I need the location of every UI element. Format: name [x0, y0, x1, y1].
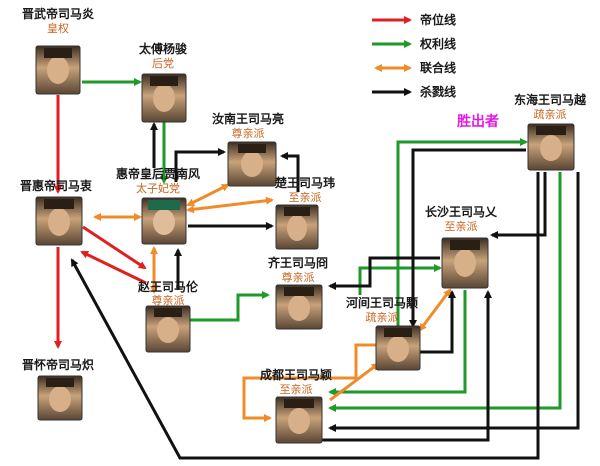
person-sima-zhong: 晋惠帝司马衷 [20, 178, 92, 246]
imperial-line-zhong-lun-a [82, 225, 147, 270]
power-line-yong-yue [396, 138, 528, 330]
person-sima-ying: 成都王司马颖 至亲派 [260, 367, 332, 444]
portrait-icon [141, 73, 187, 123]
kill-line-yue-zhong [70, 172, 540, 460]
person-faction: 疏亲派 [534, 107, 567, 121]
person-faction: 疏亲派 [366, 310, 399, 324]
power-line-yong-yi [358, 264, 442, 295]
kill-line-yue-yi [490, 172, 547, 239]
person-name: 晋怀帝司马炽 [22, 357, 94, 372]
person-name: 成都王司马颖 [260, 367, 332, 382]
kill-line-yong-yi [408, 290, 456, 354]
winner-label: 胜出者 [457, 113, 499, 130]
kill-line-empress-liang [174, 148, 226, 182]
power-line-yi-ying [328, 290, 467, 396]
person-sima-chi: 晋怀帝司马炽 [22, 357, 94, 421]
portrait-icon [375, 325, 421, 371]
portrait-icon [275, 204, 319, 250]
alliance-line-ying-yong [329, 362, 380, 402]
portrait-icon [141, 197, 187, 245]
person-name: 长沙王司马乂 [425, 204, 498, 219]
person-faction: 尊亲派 [232, 126, 265, 140]
portrait-icon [227, 141, 277, 187]
person-yang-jun: 太傅杨骏 后党 [139, 41, 188, 123]
connection-lines [54, 78, 580, 460]
person-name: 晋惠帝司马衷 [20, 178, 92, 193]
kill-line-yue-ying [328, 172, 580, 432]
person-faction: 尊亲派 [152, 293, 185, 307]
alliance-line-yong-yi [418, 288, 452, 332]
portrait-icon [37, 375, 83, 421]
person-name: 齐王司马冏 [268, 255, 328, 270]
power-line-yue-ying [328, 172, 562, 412]
alliance-line-empress-liang [186, 183, 230, 207]
legend-alliance-label: 联合线 [420, 60, 456, 75]
person-faction: 尊亲派 [282, 270, 315, 284]
person-sima-yan: 晋武帝司马炎 皇权 [22, 6, 94, 95]
portrait-icon [145, 305, 191, 353]
person-sima-wei: 楚王司马玮 至亲派 [274, 175, 335, 250]
person-jia-nanfeng: 惠帝皇后贾南风 太子妃党 [116, 166, 200, 245]
alliance-line-empress-wei [186, 196, 274, 214]
person-faction: 至亲派 [445, 219, 478, 233]
person-sima-jiong: 齐王司马冏 尊亲派 [268, 255, 328, 330]
person-name: 汝南王司马亮 [212, 111, 284, 126]
person-name: 河间王司马颙 [345, 295, 418, 310]
power-line-lun-jiong [188, 291, 270, 322]
legend-imperial-label: 帝位线 [420, 12, 456, 27]
person-name: 晋武帝司马炎 [22, 6, 94, 21]
person-name: 楚王司马玮 [274, 175, 335, 190]
portrait-icon [35, 45, 81, 95]
person-sima-yue: 东海王司马越 疏亲派 [514, 92, 587, 171]
person-sima-yi: 长沙王司马乂 至亲派 [425, 204, 498, 289]
portrait-icon [527, 123, 575, 171]
kill-line-wei-liang [280, 152, 300, 192]
legend: 帝位线 权利线 联合线 杀戮线 [372, 12, 456, 99]
person-faction: 太子妃党 [136, 181, 180, 195]
portrait-icon [275, 396, 323, 444]
person-name: 惠帝皇后贾南风 [116, 166, 200, 181]
person-sima-yong: 河间王司马颙 疏亲派 [345, 295, 421, 371]
person-name: 东海王司马越 [514, 92, 587, 107]
person-faction: 至亲派 [280, 382, 313, 396]
person-faction: 至亲派 [289, 190, 322, 204]
portrait-icon [35, 196, 83, 246]
person-name: 太傅杨骏 [139, 41, 188, 56]
imperial-line-lun-zhong-b [80, 250, 147, 285]
person-sima-liang: 汝南王司马亮 尊亲派 [212, 111, 284, 187]
portrait-icon [275, 284, 323, 330]
person-name: 赵王司马伦 [137, 279, 199, 294]
portrait-icon [441, 237, 489, 289]
kill-line-yue-yong [409, 148, 526, 328]
person-faction: 后党 [152, 57, 174, 70]
person-sima-lun: 赵王司马伦 尊亲派 [137, 279, 199, 353]
legend-power-label: 权利线 [419, 36, 456, 51]
kill-line-yi-jiong [328, 256, 440, 290]
alliance-line-yong-ying [242, 343, 376, 422]
legend-kill-label: 杀戮线 [420, 84, 456, 99]
person-faction: 皇权 [47, 21, 69, 35]
